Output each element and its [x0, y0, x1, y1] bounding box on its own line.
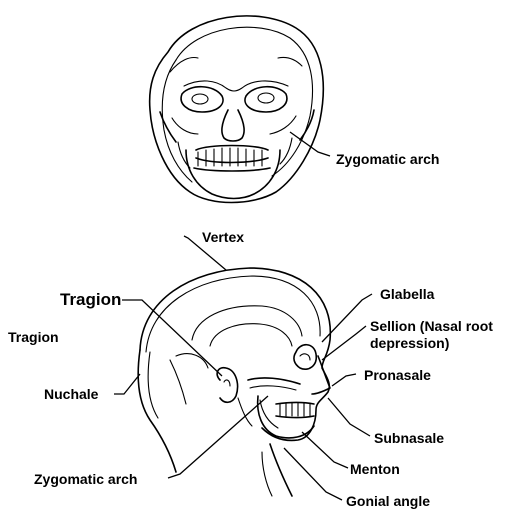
- sellion-leader: [321, 325, 367, 361]
- gonial-angle-label: Gonial angle: [346, 493, 430, 509]
- zygomatic-arch-bottom-leader: [167, 395, 269, 479]
- side-skull-icon: [137, 267, 332, 497]
- nuchale-leader: [114, 373, 141, 395]
- nuchale-label: Nuchale: [44, 386, 99, 402]
- subnasale-label: Subnasale: [374, 430, 444, 446]
- pronasale-label: Pronasale: [364, 367, 431, 383]
- gonial-angle-leader: [283, 447, 343, 501]
- subnasale-leader: [327, 397, 371, 437]
- zygomatic-arch-bottom-label: Zygomatic arch: [34, 471, 137, 487]
- vertex-leader: [183, 235, 227, 271]
- tragion-leader: [122, 299, 223, 377]
- tragion-small-label: Tragion: [8, 329, 59, 345]
- front-skull-icon: [148, 15, 325, 204]
- glabella-label: Glabella: [380, 286, 435, 302]
- pronasale-leader: [331, 373, 357, 387]
- zygomatic-arch-top-label: Zygomatic arch: [336, 151, 439, 167]
- sellion-label-line1: Sellion (Nasal root: [370, 318, 493, 334]
- menton-leader: [301, 431, 349, 469]
- vertex-label: Vertex: [202, 229, 244, 245]
- tragion-large-label: Tragion: [60, 290, 121, 309]
- menton-label: Menton: [350, 461, 400, 477]
- zygomatic-arch-top-leader: [289, 131, 331, 157]
- sellion-label-line2: depression): [370, 335, 449, 351]
- glabella-leader: [321, 293, 373, 343]
